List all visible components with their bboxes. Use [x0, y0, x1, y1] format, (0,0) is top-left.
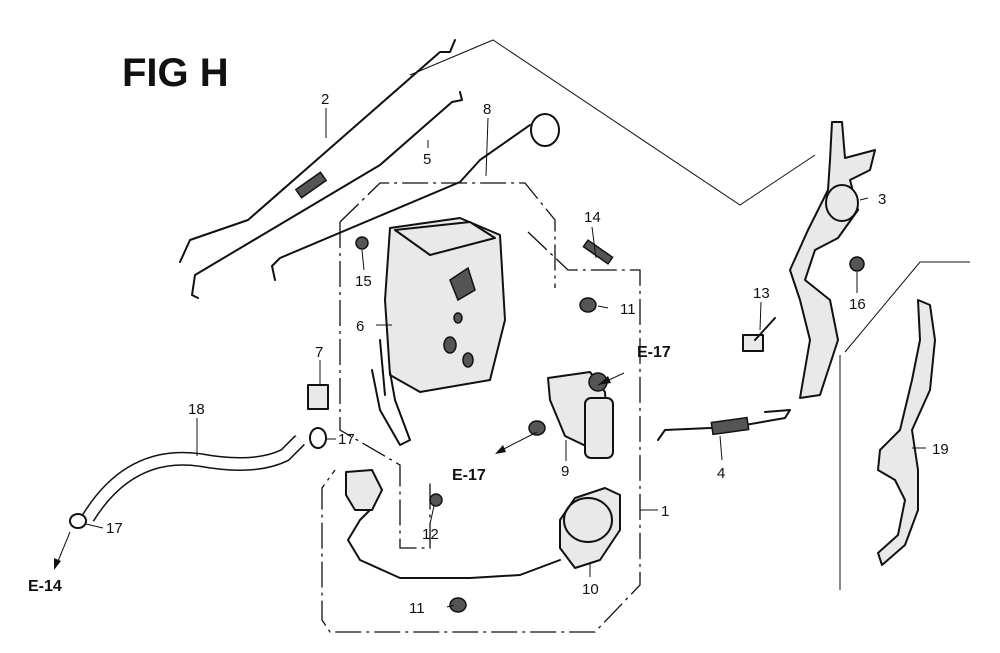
- leader-lines: [54, 108, 926, 608]
- lever-3: [789, 121, 876, 399]
- callout-9: 9: [561, 463, 569, 480]
- callout-19: 19: [932, 441, 949, 458]
- rod-8: [271, 113, 560, 281]
- rod-2: [179, 39, 456, 263]
- callout-16: 16: [849, 296, 866, 313]
- callout-4: 4: [717, 465, 725, 482]
- callout-18: 18: [188, 401, 205, 418]
- reference-e17-upper: E-17: [637, 344, 671, 361]
- callout-10: 10: [582, 581, 599, 598]
- knob-10: [345, 469, 621, 579]
- callout-3: 3: [878, 191, 886, 208]
- reference-e17-lower: E-17: [452, 467, 486, 484]
- assembly-frame-lines: [321, 39, 970, 633]
- callout-2: 2: [321, 91, 329, 108]
- figure-title: FIG H: [122, 51, 229, 95]
- spring-4: [657, 409, 791, 441]
- callout-8: 8: [483, 101, 491, 118]
- lever-19: [877, 299, 936, 566]
- tube-18: [82, 435, 305, 522]
- callout-labels: 1 2 3 4 5 6 7 8 9 10 11 11 12 13 14 15 1…: [106, 91, 949, 617]
- callout-6: 6: [356, 318, 364, 335]
- callout-13: 13: [753, 285, 770, 302]
- callout-15: 15: [355, 273, 372, 290]
- callout-14: 14: [584, 209, 601, 226]
- callout-5: 5: [423, 151, 431, 168]
- callout-7: 7: [315, 344, 323, 361]
- callout-17-lower: 17: [106, 520, 123, 537]
- reference-labels: E-17 E-17 E-14: [28, 344, 671, 595]
- callout-11-upper: 11: [620, 301, 636, 318]
- callout-11-lower: 11: [409, 600, 425, 617]
- reference-e14: E-14: [28, 578, 62, 595]
- callout-17-upper: 17: [338, 431, 355, 448]
- small-parts: [69, 236, 865, 613]
- switch-9: [528, 371, 614, 459]
- control-plate-6: [371, 217, 506, 446]
- callout-12: 12: [422, 526, 439, 543]
- callout-1: 1: [661, 503, 669, 520]
- rod-5: [191, 91, 463, 299]
